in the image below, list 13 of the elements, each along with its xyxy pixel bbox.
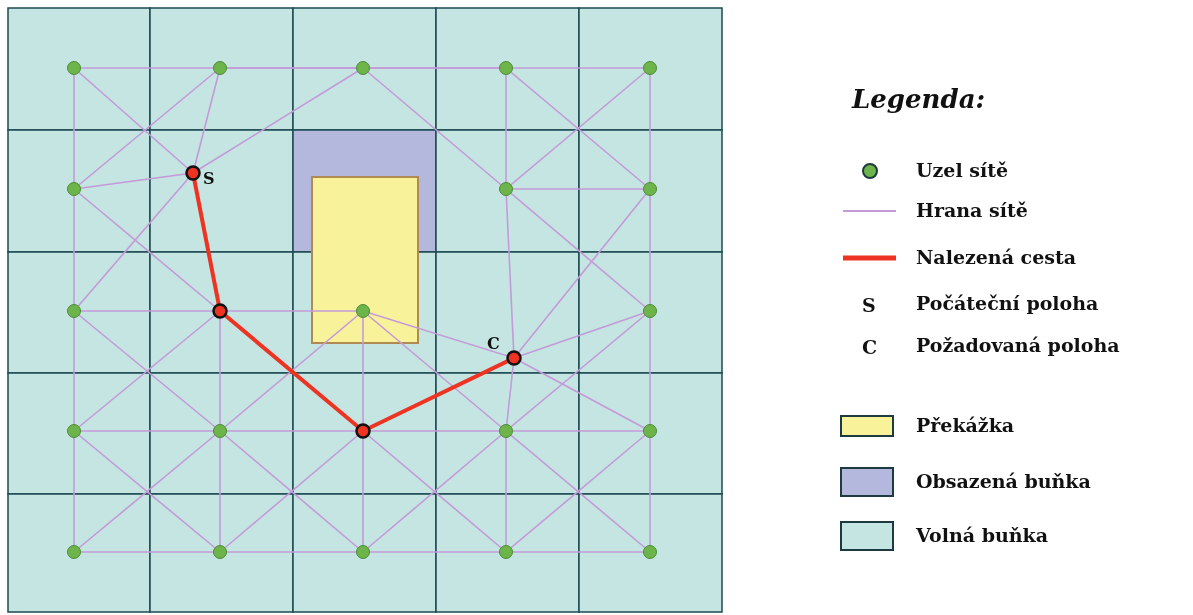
legend-text: Hrana sítě: [916, 199, 1028, 221]
legend-text: Nalezená cesta: [916, 246, 1077, 268]
legend-symbol: S: [862, 294, 876, 316]
legend-text: Obsazená buňka: [916, 470, 1091, 492]
goal-marker-label: C: [487, 333, 500, 355]
start-marker-label: S: [203, 168, 215, 190]
legend-symbol: C: [862, 336, 878, 358]
legend-text: Překážka: [916, 414, 1015, 436]
legend-text: Počáteční poloha: [916, 292, 1099, 314]
legend-text: Požadovaná poloha: [916, 334, 1120, 356]
legend-text: Volná buňka: [916, 524, 1049, 546]
legend-title: Legenda:: [852, 84, 986, 114]
legend-text: Uzel sítě: [916, 159, 1009, 181]
